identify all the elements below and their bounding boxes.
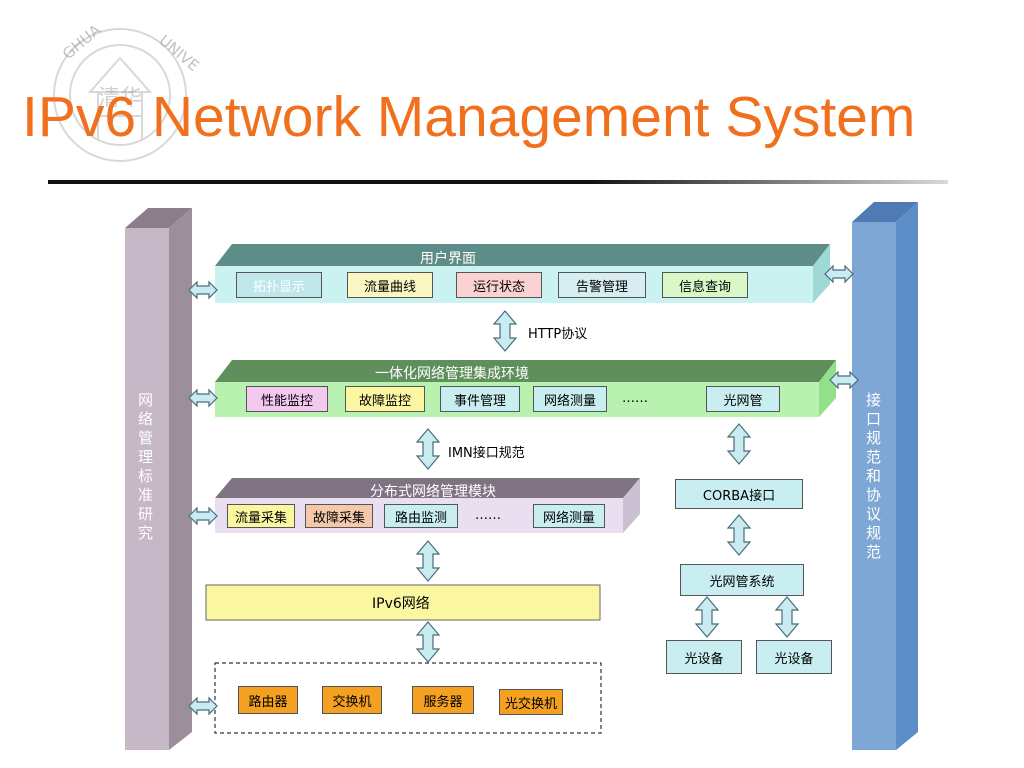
http-protocol-label: HTTP协议 <box>528 327 588 342</box>
device-server: 服务器 <box>412 686 474 714</box>
device-switch: 交换机 <box>322 686 382 714</box>
left-arrow-dist <box>188 507 218 525</box>
left-standards-column <box>125 208 192 750</box>
optical-nms-system-box: 光网管系统 <box>680 564 804 596</box>
ui-item-topology: 拓扑显示 <box>236 272 322 298</box>
env-item-event: 事件管理 <box>440 386 520 412</box>
ui-item-info-query: 信息查询 <box>662 272 748 298</box>
device-router: 路由器 <box>238 686 298 714</box>
ui-item-traffic-curve: 流量曲线 <box>347 272 433 298</box>
dist-item-route: 路由监测 <box>384 504 458 528</box>
env-item-optical: 光网管 <box>706 386 780 412</box>
right-column-text: 接口规范和协议规范 <box>864 392 882 563</box>
devices-container <box>214 662 602 734</box>
dist-item-measure: 网络测量 <box>533 504 605 528</box>
arrow-corba-system <box>727 514 751 556</box>
left-arrow-env <box>188 389 218 407</box>
arrow-env-dist <box>416 428 440 470</box>
arrow-optical-corba <box>727 423 751 465</box>
env-layer-title: 一体化网络管理集成环境 <box>375 366 529 382</box>
left-arrow-ui <box>188 281 218 299</box>
page-title: IPv6 Network Management System <box>22 85 916 149</box>
ui-item-alarm: 告警管理 <box>558 272 646 298</box>
ui-layer-title: 用户界面 <box>420 251 476 267</box>
university-seal-watermark: GHUA UNIVE 清华 <box>53 20 203 162</box>
arrow-dist-ipv6 <box>416 540 440 582</box>
dist-item-ellipsis: …… <box>475 508 501 523</box>
env-item-performance: 性能监控 <box>246 386 328 412</box>
corba-interface-box: CORBA接口 <box>675 479 803 509</box>
env-item-fault: 故障监控 <box>345 386 425 412</box>
arrow-ipv6-devices <box>416 621 440 663</box>
left-column-text: 网络管理标准研究 <box>136 392 154 544</box>
arrow-system-device1 <box>695 596 719 638</box>
dist-item-fault: 故障采集 <box>305 504 373 528</box>
optical-device-2: 光设备 <box>756 640 832 674</box>
title-underline <box>48 180 948 184</box>
dist-item-traffic: 流量采集 <box>227 504 295 528</box>
right-protocols-column <box>852 202 918 750</box>
dist-layer-title: 分布式网络管理模块 <box>370 484 496 500</box>
env-item-ellipsis: …… <box>622 391 648 406</box>
env-item-measure: 网络测量 <box>533 386 607 412</box>
ipv6-network-label: IPv6网络 <box>372 596 430 612</box>
ipv6-network-box <box>205 584 601 621</box>
left-arrow-devices <box>188 697 218 715</box>
seal-text-center: 清华 <box>98 86 142 111</box>
arrow-system-device2 <box>775 596 799 638</box>
imn-interface-label: IMN接口规范 <box>448 446 525 461</box>
device-optical-switch: 光交换机 <box>499 689 563 715</box>
ui-item-run-status: 运行状态 <box>456 272 542 298</box>
optical-device-1: 光设备 <box>666 640 742 674</box>
arrow-ui-env <box>493 310 517 352</box>
